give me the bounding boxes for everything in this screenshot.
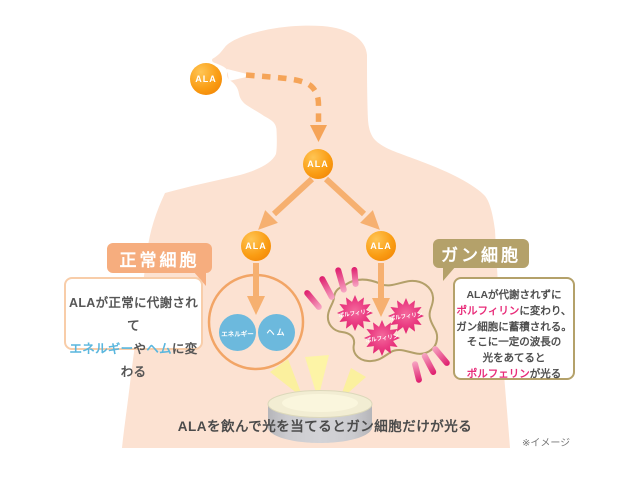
desc-line: ポルフェリンが光る — [466, 367, 562, 380]
porphyrin-starburst — [337, 295, 373, 331]
normal-cell-label: 正常細胞 — [107, 243, 212, 286]
desc-line: ALAが正常に代謝されて — [69, 296, 198, 334]
swallow-arrowhead — [310, 125, 327, 142]
energy-circle: エネルギー — [219, 314, 256, 351]
keyword-porphyrin-glow: ポルフェリン — [466, 367, 530, 380]
keyword-porphyrin: ポルフィリン — [456, 304, 520, 317]
porphyrin-starburst — [364, 320, 400, 356]
branch-arrows — [258, 176, 380, 230]
light-beam — [270, 359, 303, 398]
desc-line: ガン細胞に蓄積される。 — [456, 320, 572, 333]
keyword-energy: エネルギー — [69, 342, 134, 357]
light-beam — [305, 355, 329, 399]
porphyrin-starburst — [388, 298, 424, 334]
desc-line: 光をあてると — [482, 352, 546, 364]
ala-badge-cancer: ALA — [366, 231, 396, 261]
image-note: ※イメージ — [522, 438, 571, 449]
branch-arrow-right — [323, 176, 367, 217]
keyword-heme: ヘム — [146, 342, 172, 357]
porphyrin-starbursts — [337, 295, 424, 356]
heme-circle: ヘム — [258, 314, 295, 351]
normal-cell-description: ALAが正常に代謝されて エネルギーやヘムに変わる — [64, 277, 203, 379]
desc-line: ALAが代謝されずに — [466, 289, 562, 301]
cancer-cell-description: ALAが代謝されずに ポルフィリンに変わり、 ガン細胞に蓄積される。 そこに一定… — [453, 277, 575, 380]
cancer-cell-label: ガン細胞 — [433, 239, 529, 281]
desc-line: そこに一定の波長の — [466, 336, 562, 349]
swallow-dashed-arrow — [245, 72, 322, 122]
glow-rays — [304, 267, 450, 383]
desc-line: エネルギーやヘムに変わる — [69, 342, 198, 380]
cell-entry-arrow-left — [247, 263, 265, 315]
branch-arrow-left — [271, 176, 315, 217]
bottom-caption: ALAを飲んで光を当てるとガン細胞だけが光る — [177, 419, 473, 434]
desc-line: ポルフィリンに変わり、 — [456, 304, 572, 317]
ala-badge-normal: ALA — [241, 231, 271, 261]
ala-badge-body: ALA — [303, 149, 333, 179]
light-device-glow — [282, 394, 358, 412]
cell-entry-arrow-right — [372, 263, 390, 317]
ala-badge-intake: ALA — [190, 63, 222, 95]
mouth-opening — [227, 69, 253, 81]
